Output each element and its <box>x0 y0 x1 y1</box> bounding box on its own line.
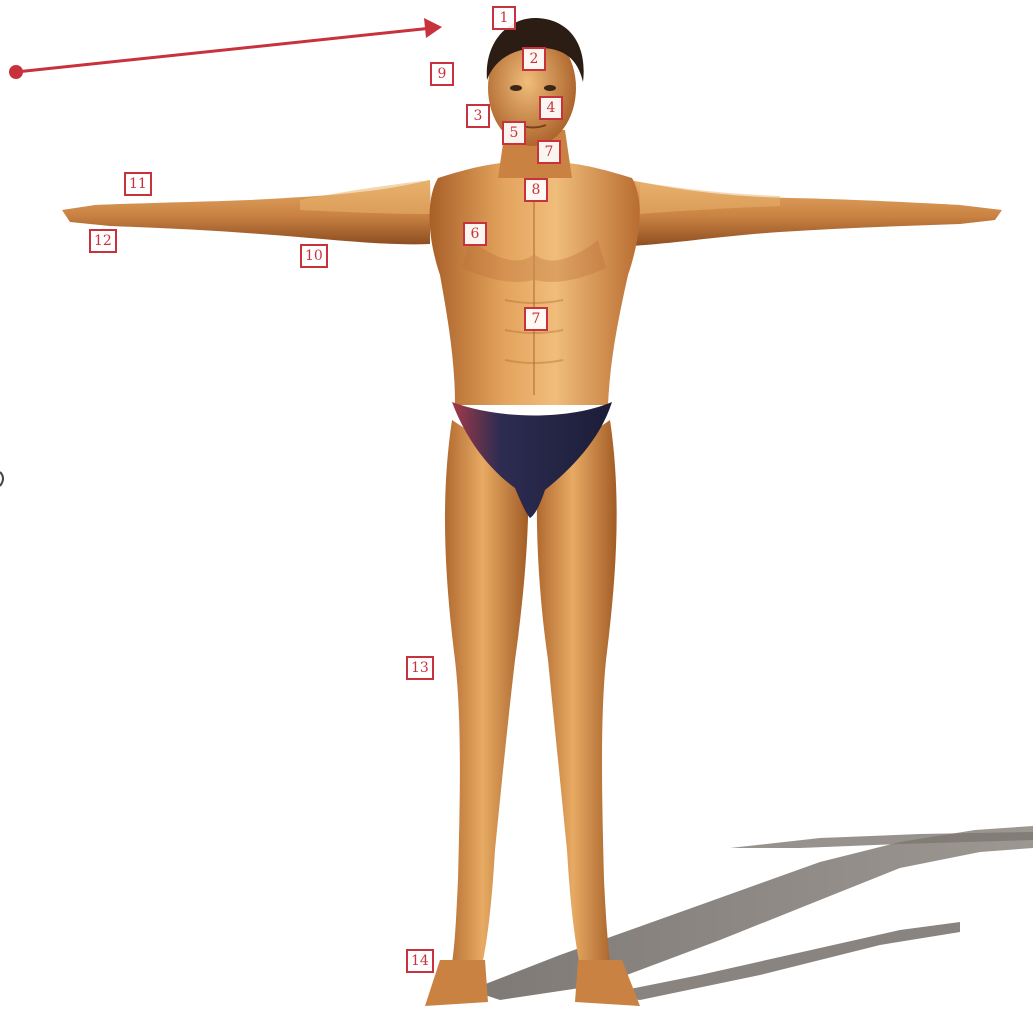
floor-shadow <box>470 826 1033 1000</box>
callout-marker-10: 10 <box>300 244 328 268</box>
callout-marker-14: 14 <box>406 949 434 973</box>
callout-marker-8: 8 <box>524 178 548 202</box>
callout-marker-5: 5 <box>502 121 526 145</box>
callout-marker-11: 11 <box>124 172 152 196</box>
callout-marker-7-abdomen: 7 <box>524 307 548 331</box>
callout-marker-6: 6 <box>463 222 487 246</box>
callout-marker-1: 1 <box>492 6 516 30</box>
dot-icon <box>9 65 23 79</box>
callout-marker-7-neck: 7 <box>537 140 561 164</box>
pointer-arrow <box>9 18 442 79</box>
callout-marker-2: 2 <box>522 47 546 71</box>
callout-marker-3: 3 <box>466 104 490 128</box>
callout-marker-13: 13 <box>406 656 434 680</box>
callout-marker-4: 4 <box>539 96 563 120</box>
callout-marker-9: 9 <box>430 62 454 86</box>
arrow-icon <box>424 18 442 38</box>
head-neck <box>487 18 584 178</box>
edge-mark <box>0 472 3 486</box>
callout-marker-12: 12 <box>89 229 117 253</box>
